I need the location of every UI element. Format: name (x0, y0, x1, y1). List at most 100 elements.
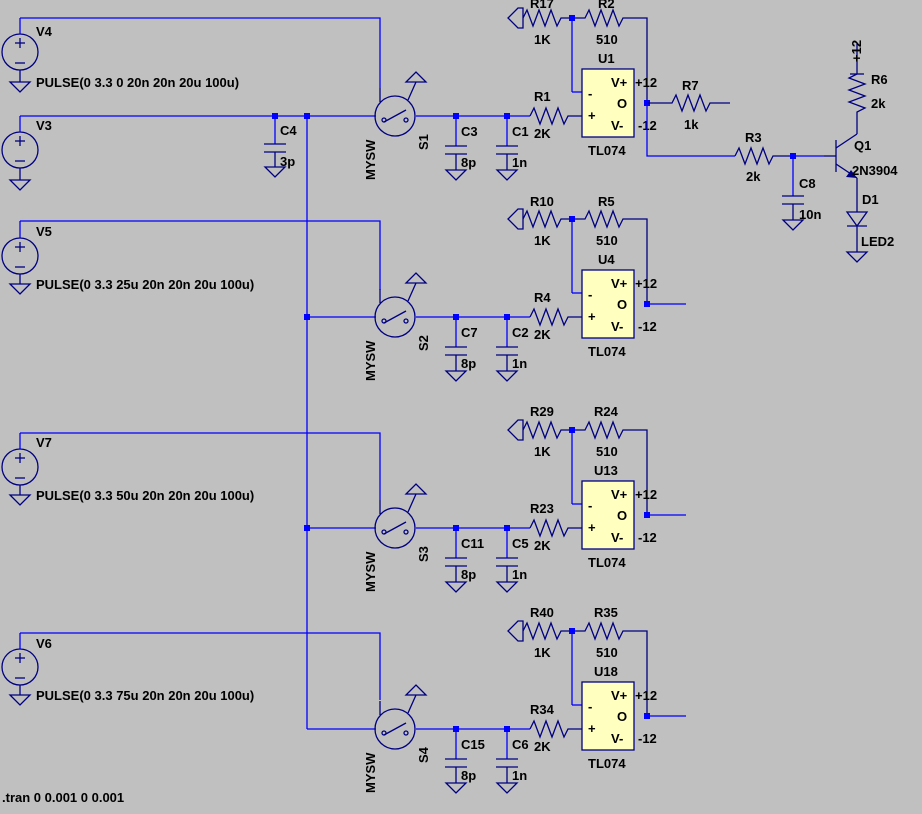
capacitor-c3[interactable]: C3 8p (444, 116, 478, 181)
u4-sup-neg: -12 (638, 319, 657, 334)
resistor-r34[interactable]: R34 2K (529, 702, 582, 754)
r40-ref: R40 (530, 605, 554, 620)
capacitor-c11[interactable]: C11 8p (444, 528, 484, 593)
r5-value: 510 (596, 233, 618, 248)
opamp-u13[interactable]: - + V+ O V- +12 -12 U13 TL074 (581, 463, 657, 570)
v4-value: PULSE(0 3.3 0 20n 20n 20u 100u) (36, 75, 239, 90)
u18-ref: U18 (594, 664, 618, 679)
resistor-r40[interactable]: R40 1K (507, 605, 572, 660)
r24-ref: R24 (594, 404, 619, 419)
resistor-r23[interactable]: R23 2K (529, 501, 582, 553)
u1-vneg: V- (611, 118, 623, 133)
s4-ref: S4 (416, 746, 431, 763)
resistor-r24[interactable]: R24 510 (572, 404, 648, 515)
source-v6[interactable]: V6 PULSE(0 3.3 75u 20n 20n 20u 100u) (1, 632, 381, 706)
source-v5[interactable]: V5 PULSE(0 3.3 25u 20n 20n 20u 100u) (1, 220, 381, 295)
source-v4[interactable]: V4 PULSE(0 3.3 0 20n 20n 20u 100u) (1, 17, 381, 93)
r40-value: 1K (534, 645, 551, 660)
c5-value: 1n (512, 567, 527, 582)
supply-plus12[interactable]: +12 (849, 40, 864, 75)
c4-ref: C4 (280, 123, 297, 138)
r5-ref: R5 (598, 194, 615, 209)
capacitor-c15[interactable]: C15 8p (444, 729, 485, 794)
source-v7[interactable]: V7 PULSE(0 3.3 50u 20n 20n 20u 100u) (1, 432, 381, 506)
capacitor-c5[interactable]: C5 1n (495, 528, 529, 593)
v5-ref: V5 (36, 224, 52, 239)
v6-value: PULSE(0 3.3 75u 20n 20n 20u 100u) (36, 688, 254, 703)
r23-ref: R23 (530, 501, 554, 516)
u4-plus: + (588, 309, 596, 324)
u4-out: O (617, 297, 627, 312)
led-driver-input-wire (646, 103, 735, 157)
u18-vpos: V+ (611, 688, 628, 703)
led-driver: R7 1k R3 2k C8 10n +12 R6 2k (646, 40, 898, 263)
c3-value: 8p (461, 155, 476, 170)
c11-ref: C11 (461, 536, 484, 551)
u18-out: O (617, 709, 627, 724)
switch-s4[interactable]: MYSW S4 (363, 684, 431, 793)
resistor-r5[interactable]: R5 510 (572, 194, 648, 304)
q1-model: 2N3904 (852, 163, 898, 178)
r1-ref: R1 (534, 89, 551, 104)
u13-plus: + (588, 520, 596, 535)
resistor-r4[interactable]: R4 2K (529, 290, 582, 342)
d1-ref: D1 (862, 192, 879, 207)
resistor-r10[interactable]: R10 1K (507, 194, 572, 248)
r2-value: 510 (596, 32, 618, 47)
u1-out: O (617, 96, 627, 111)
led-d1[interactable]: D1 LED2 (845, 192, 894, 263)
r7-ref: R7 (682, 78, 699, 93)
switch-s2[interactable]: MYSW S2 (363, 272, 431, 381)
c4-value: 3p (280, 154, 295, 169)
u1-model: TL074 (588, 143, 626, 158)
capacitor-c1[interactable]: C1 1n (495, 116, 529, 181)
r35-value: 510 (596, 645, 618, 660)
capacitor-c2[interactable]: C2 1n (495, 317, 529, 382)
opamp-u18[interactable]: - + V+ O V- +12 -12 U18 TL074 (581, 664, 657, 771)
capacitor-c4[interactable]: C4 3p (263, 116, 297, 178)
u1-vpos: V+ (611, 75, 628, 90)
capacitor-c8[interactable]: C8 10n (781, 156, 821, 231)
capacitor-c7[interactable]: C7 8p (444, 317, 478, 382)
u13-ref: U13 (594, 463, 618, 478)
opamp-u4[interactable]: - + V+ O V- +12 -12 U4 TL074 (581, 252, 657, 359)
r4-ref: R4 (534, 290, 551, 305)
r10-value: 1K (534, 233, 551, 248)
r3-ref: R3 (745, 130, 762, 145)
c1-ref: C1 (512, 124, 529, 139)
resistor-r35[interactable]: R35 510 (572, 605, 648, 716)
source-v3[interactable]: V3 (1, 116, 52, 191)
capacitor-c6[interactable]: C6 1n (495, 729, 529, 794)
common-bus[interactable] (20, 113, 376, 730)
r2-ref: R2 (598, 0, 615, 11)
channel-3: MYSW S3 C11 8p C5 1n R23 2K (363, 404, 686, 593)
c7-ref: C7 (461, 325, 478, 340)
v5-value: PULSE(0 3.3 25u 20n 20n 20u 100u) (36, 277, 254, 292)
u13-sup-pos: +12 (635, 487, 657, 502)
resistor-r17[interactable]: R17 1K (507, 0, 572, 47)
spice-directive[interactable]: .tran 0 0.001 0 0.001 (2, 790, 124, 805)
r24-value: 510 (596, 444, 618, 459)
c8-value: 10n (799, 207, 821, 222)
r1-value: 2K (534, 126, 551, 141)
resistor-r6[interactable]: R6 2k (847, 72, 888, 122)
resistor-r1[interactable]: R1 2K (529, 89, 582, 141)
switch-s1[interactable]: MYSW S1 (363, 71, 431, 180)
switch-s3[interactable]: MYSW S3 (363, 483, 431, 592)
r6-value: 2k (871, 96, 886, 111)
c1-value: 1n (512, 155, 527, 170)
r7-value: 1k (684, 117, 699, 132)
d1-model: LED2 (861, 234, 894, 249)
q1-ref: Q1 (854, 138, 871, 153)
resistor-r3[interactable]: R3 2k (734, 130, 793, 184)
opamp-u1[interactable]: - + V+ O V- +12 -12 U1 TL074 (581, 51, 657, 158)
resistor-r2[interactable]: R2 510 (572, 0, 648, 103)
u13-sup-neg: -12 (638, 530, 657, 545)
s1-ref: S1 (416, 134, 431, 150)
resistor-r7[interactable]: R7 1k (647, 78, 730, 132)
resistor-r29[interactable]: R29 1K (507, 404, 572, 459)
transistor-q1[interactable]: Q1 2N3904 (824, 122, 898, 198)
u4-minus: - (588, 287, 592, 302)
